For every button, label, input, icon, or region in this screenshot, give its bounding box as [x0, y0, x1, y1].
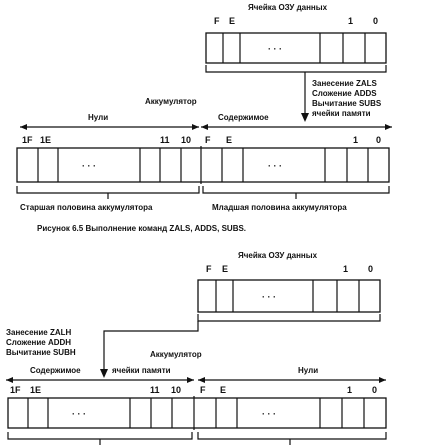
acc-bit-10: 10: [171, 385, 181, 395]
accumulator-label: Аккумулятор: [145, 97, 197, 106]
acc-bit-1e: 1E: [30, 385, 41, 395]
mem-bit-1: 1: [343, 264, 348, 274]
memory-bracket: [197, 314, 381, 322]
figure-1: Ячейка ОЗУ данных F E 1 0 · · · Занесени…: [16, 3, 392, 233]
arrow-left-icon: [198, 377, 205, 383]
arrow-left-icon: [6, 377, 13, 383]
arrow-right-icon: [385, 124, 392, 130]
memory-cell-title: Ячейка ОЗУ данных: [248, 3, 328, 12]
mem-bit-1: 1: [348, 16, 353, 26]
acc-bit-e: E: [226, 135, 232, 145]
acc-bit-1e: 1E: [40, 135, 51, 145]
arrow-left-icon: [20, 124, 27, 130]
acc-bit-e: E: [220, 385, 226, 395]
mem-dots: · · ·: [268, 44, 282, 54]
accumulator-label: Аккумулятор: [150, 350, 202, 359]
mem-bit-f: F: [206, 264, 212, 274]
low-half-bracket: [197, 432, 387, 440]
high-half-bracket: [7, 432, 193, 440]
data-flow-line: [103, 321, 199, 376]
acc-dots-low: · · ·: [262, 409, 276, 419]
acc-bit-1: 1: [353, 135, 358, 145]
figure-caption: Рисунок 6.5 Выполнение команд ZALS, ADDS…: [37, 224, 246, 233]
arrow-right-icon: [187, 377, 194, 383]
mem-bit-e: E: [229, 16, 235, 26]
op-subs: Вычитание SUBS: [312, 99, 382, 108]
memory-cell-register: [197, 279, 381, 313]
op-zals: Занесение ZALS: [312, 79, 378, 88]
acc-dots-high: · · ·: [72, 409, 86, 419]
acc-dots-low: · · ·: [268, 161, 282, 171]
arrow-down-icon: [100, 369, 108, 378]
acc-bit-11: 11: [160, 135, 170, 145]
zeros-label: Нули: [88, 113, 108, 122]
memory-cell-label: ячейки памяти: [312, 109, 371, 118]
high-half-bracket: [16, 186, 200, 194]
figure-2: Ячейка ОЗУ данных F E 1 0 · · · Занесени…: [6, 251, 387, 445]
arrow-right-icon: [379, 377, 386, 383]
acc-bit-1: 1: [347, 385, 352, 395]
acc-bit-1f: 1F: [10, 385, 21, 395]
high-half-label: Старшая половина аккумулятора: [20, 203, 153, 212]
acc-bit-11: 11: [150, 385, 160, 395]
memory-cell-label: ячейки памяти: [112, 366, 171, 375]
contents-label: Содержимое: [218, 113, 269, 122]
contents-label: Содержимое: [30, 366, 81, 375]
low-half-label: Младшая половина аккумулятора: [212, 203, 347, 212]
memory-cell-title: Ячейка ОЗУ данных: [238, 251, 318, 260]
acc-bit-f: F: [200, 385, 206, 395]
zeros-label: Нули: [298, 366, 318, 375]
op-adds: Сложение ADDS: [312, 89, 377, 98]
arrow-down-icon: [301, 113, 309, 122]
accumulator-register: [16, 146, 390, 184]
accumulator-register: [7, 396, 387, 430]
op-addh: Сложение ADDH: [6, 338, 71, 347]
op-zalh: Занесение ZALH: [6, 328, 72, 337]
acc-bit-f: F: [205, 135, 211, 145]
arrow-left-icon: [201, 124, 208, 130]
low-half-bracket: [202, 186, 390, 194]
memory-cell-register: [205, 32, 387, 64]
mem-bit-f: F: [214, 16, 220, 26]
mem-bit-0: 0: [373, 16, 378, 26]
arrow-right-icon: [192, 124, 199, 130]
memory-bracket: [205, 65, 387, 73]
acc-dots-high: · · ·: [82, 161, 96, 171]
op-subh: Вычитание SUBH: [6, 348, 76, 357]
mem-bit-e: E: [222, 264, 228, 274]
mem-bit-0: 0: [368, 264, 373, 274]
acc-bit-0: 0: [376, 135, 381, 145]
acc-bit-1f: 1F: [22, 135, 33, 145]
acc-bit-10: 10: [181, 135, 191, 145]
acc-bit-0: 0: [372, 385, 377, 395]
mem-dots: · · ·: [262, 292, 276, 302]
